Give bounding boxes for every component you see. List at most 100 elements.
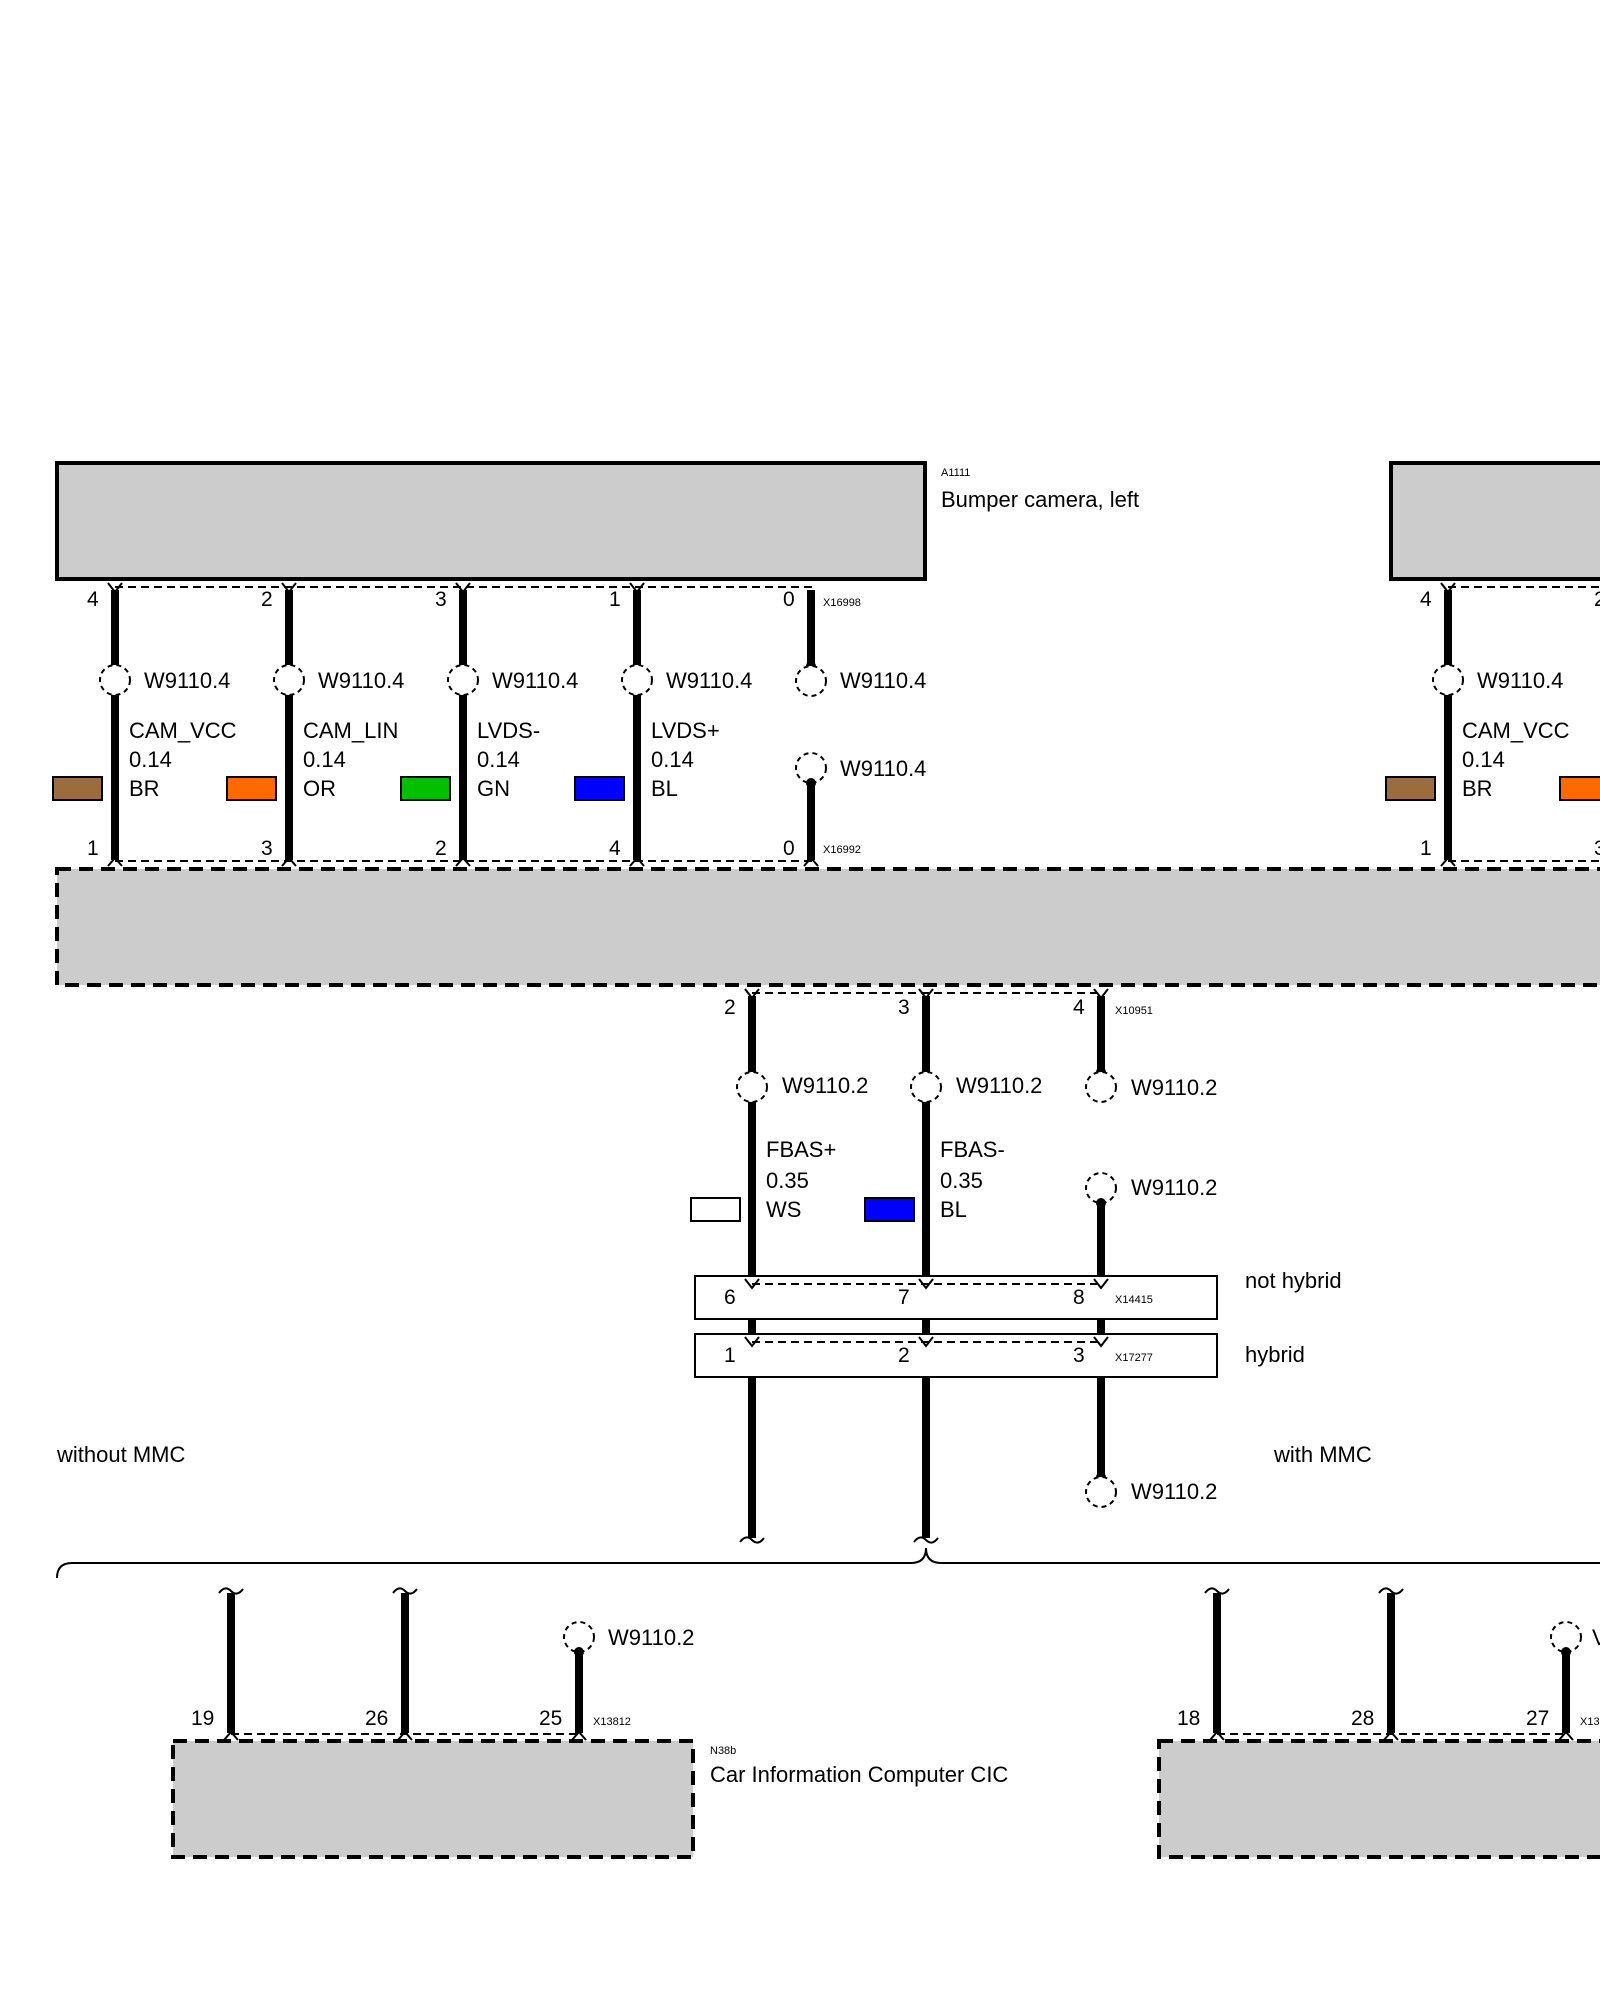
- signal-label: FBAS+: [766, 1137, 836, 1162]
- shield-icon: [1085, 1071, 1117, 1103]
- intermediate-component-box: [55, 867, 1600, 987]
- with-mmc-label: with MMC: [1273, 1442, 1372, 1467]
- not-hybrid-label: not hybrid: [1245, 1268, 1342, 1293]
- pin-3: 3: [1073, 1344, 1085, 1367]
- wire-lvds-minus: 3 2 W9110.4 LVDS- 0.14 GN: [400, 582, 578, 867]
- shield-label: W9110.4: [144, 668, 230, 693]
- connector-code-fragment: X13: [1580, 1716, 1600, 1728]
- connector-x14415-code: X14415: [1115, 1294, 1153, 1306]
- shield-label: W9110.4: [666, 668, 752, 693]
- shield-icon: [621, 664, 653, 696]
- pin-18: 18: [1177, 1707, 1200, 1730]
- connector-x13812-code: X13812: [593, 1716, 631, 1728]
- pin-top-1: 1: [609, 588, 621, 611]
- wire-break-icon: [913, 1536, 939, 1544]
- shield-icon: [736, 1071, 768, 1103]
- wire-break-icon: [392, 1587, 418, 1595]
- pin-top-0: 0: [783, 588, 795, 611]
- bumper-camera-left-name: Bumper camera, left: [941, 487, 1139, 512]
- signal-label: FBAS-: [940, 1137, 1005, 1162]
- signal-label: CAM_LIN: [303, 718, 398, 743]
- shield-icon: [1085, 1476, 1117, 1508]
- pin-25: 25: [539, 1707, 562, 1730]
- shield-icon: [910, 1071, 942, 1103]
- color-swatch-brown: [52, 776, 103, 801]
- connector-x16992-code: X16992: [823, 844, 861, 856]
- pin-6: 6: [724, 1286, 736, 1309]
- bumper-camera-left-box: [55, 461, 927, 581]
- color-swatch-blue: [574, 776, 625, 801]
- color-swatch-brown: [1385, 776, 1436, 801]
- color-code: BL: [651, 776, 678, 801]
- shield-label: W9110.2: [1131, 1175, 1217, 1200]
- shield-icon: [1550, 1621, 1582, 1653]
- shield-label: W9110.4: [840, 756, 926, 781]
- signal-label: CAM_VCC: [129, 718, 237, 743]
- color-swatch-blue: [864, 1197, 915, 1222]
- shield-label: W9110.2: [782, 1073, 868, 1098]
- pin-top-4: 4: [1420, 588, 1432, 611]
- color-code: OR: [303, 776, 336, 801]
- wire-size: 0.14: [303, 747, 346, 772]
- shield-label-fragment: V: [1592, 1625, 1600, 1650]
- pin-top-2: 2: [261, 588, 273, 611]
- cic-code: N38b: [710, 1745, 736, 1757]
- shield-icon: [447, 664, 479, 696]
- pin-8: 8: [1073, 1286, 1085, 1309]
- shield-label: W9110.4: [1477, 668, 1563, 693]
- pin-bottom-3-fragment: 3: [1594, 837, 1600, 860]
- shield-icon: [563, 1621, 595, 1653]
- wire-cam-lin: 2 3 W9110.4 CAM_LIN 0.14 OR: [226, 582, 404, 867]
- shield-icon: [1085, 1172, 1117, 1204]
- pin-top-3: 3: [435, 588, 447, 611]
- pin-top-2-fragment: 2: [1594, 588, 1600, 611]
- shield-label: W9110.2: [1131, 1075, 1217, 1100]
- shield-pin-0: W9110.4 0 W9110.4 0: [783, 588, 926, 867]
- shield-label: W9110.2: [1131, 1479, 1217, 1504]
- wire-size: 0.14: [477, 747, 520, 772]
- signal-label: LVDS-: [477, 718, 540, 743]
- variant-brace: [56, 1547, 1600, 1579]
- color-code: BL: [940, 1197, 967, 1222]
- signal-label: LVDS+: [651, 718, 720, 743]
- wire-break-icon: [739, 1536, 765, 1544]
- pin-bottom-4: 4: [609, 837, 621, 860]
- pin-2: 2: [898, 1344, 910, 1367]
- wire-break-icon: [218, 1587, 244, 1595]
- pin-top-4: 4: [87, 588, 99, 611]
- shield-label: W9110.4: [318, 668, 404, 693]
- connector-not-hybrid: 6 7 8 X14415 not hybrid: [694, 1268, 1342, 1320]
- shield-icon: [795, 752, 827, 784]
- shield-icon: [795, 665, 827, 697]
- color-swatch-green: [400, 776, 451, 801]
- color-swatch-orange: [226, 776, 277, 801]
- wire-right-cam-vcc: 4 2 1 3 W9110.4 CAM_VCC 0.14 BR: [1385, 582, 1600, 867]
- pin-bottom-2: 2: [435, 837, 447, 860]
- shield-icon: [99, 664, 131, 696]
- color-code: BR: [129, 776, 160, 801]
- pin-3: 3: [898, 996, 910, 1019]
- shield-label: W9110.2: [956, 1073, 1042, 1098]
- cic-name: Car Information Computer CIC: [710, 1762, 1008, 1787]
- pin-1: 1: [724, 1344, 736, 1367]
- pin-7: 7: [898, 1286, 910, 1309]
- color-code: WS: [766, 1197, 801, 1222]
- color-code: GN: [477, 776, 510, 801]
- cic-left-box: [171, 1739, 695, 1859]
- pin-bottom-0: 0: [783, 837, 795, 860]
- pin-26: 26: [365, 1707, 388, 1730]
- wire-size: 0.14: [129, 747, 172, 772]
- wire-size: 0.35: [940, 1168, 983, 1193]
- shield-icon: [1432, 664, 1464, 696]
- color-code: BR: [1462, 776, 1493, 801]
- pin-28: 28: [1351, 1707, 1374, 1730]
- wire-cam-vcc: 4 1 W9110.4 CAM_VCC 0.14 BR: [52, 582, 237, 867]
- wire-fbas-minus: 3 W9110.2 FBAS- 0.35 BL: [864, 988, 1042, 1544]
- color-swatch-white: [690, 1197, 741, 1222]
- pin-4: 4: [1073, 996, 1085, 1019]
- shield-icon: [273, 664, 305, 696]
- color-swatch-orange: [1559, 776, 1600, 801]
- connector-x17277-code: X17277: [1115, 1352, 1153, 1364]
- without-mmc-label: without MMC: [56, 1442, 185, 1467]
